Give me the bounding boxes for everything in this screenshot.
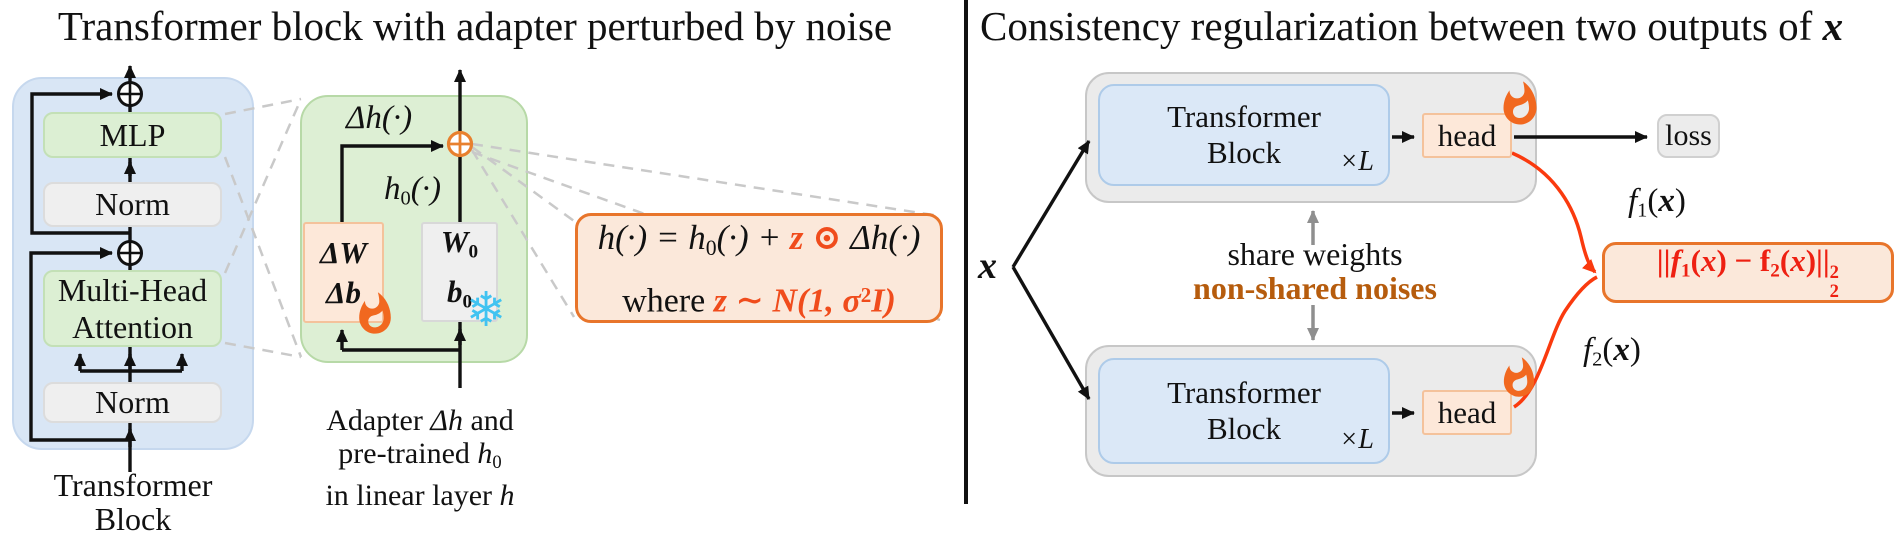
fire-icon <box>352 291 398 342</box>
fire-icon <box>1496 80 1544 133</box>
multi-head-attention-box: Multi-Head Attention <box>43 270 222 347</box>
head-box-top: head <box>1422 113 1512 158</box>
f2-output-label: f2(x) <box>1583 332 1641 371</box>
h0-label: h0(·) <box>384 171 441 210</box>
panel-divider <box>964 0 968 504</box>
fire-icon <box>1497 356 1541 405</box>
times-l-label: ×L <box>1339 424 1374 455</box>
f1-output-label: f1(x) <box>1628 183 1686 222</box>
noise-formula-box: h(·) = h0(·) + z ⊙ Δh(·) where z ∼ N(1, … <box>575 213 943 323</box>
adapter-caption: Adapter Δh and pre-trained h0 in linear … <box>325 404 515 513</box>
left-panel-title: Transformer block with adapter perturbed… <box>57 3 893 49</box>
snowflake-icon: ❄ <box>466 282 507 338</box>
noise-formula-line2: where z ∼ N(1, σ2I) <box>622 282 896 320</box>
norm-box-top: Norm <box>43 182 222 227</box>
delta-h-label: Δh(·) <box>346 100 413 136</box>
noise-formula-line1: h(·) = h0(·) + z ⊙ Δh(·) <box>597 217 921 260</box>
mlp-box: MLP <box>43 112 222 158</box>
transformer-block-bottom: Transformer Block ×L <box>1098 358 1390 464</box>
loss-box: loss <box>1657 114 1720 158</box>
share-weights-caption: share weights non-shared noises <box>1193 236 1437 306</box>
norm-box-bottom: Norm <box>43 382 222 423</box>
input-x-label: x <box>978 245 997 287</box>
adapter-weights-box: ΔW Δb <box>303 222 384 323</box>
head-box-bottom: head <box>1422 390 1512 435</box>
transformer-block-caption: Transformer Block <box>53 467 213 537</box>
right-panel-title: Consistency regularization between two o… <box>980 3 1844 49</box>
transformer-block-top: Transformer Block ×L <box>1098 84 1390 186</box>
times-l-label: ×L <box>1339 146 1374 177</box>
